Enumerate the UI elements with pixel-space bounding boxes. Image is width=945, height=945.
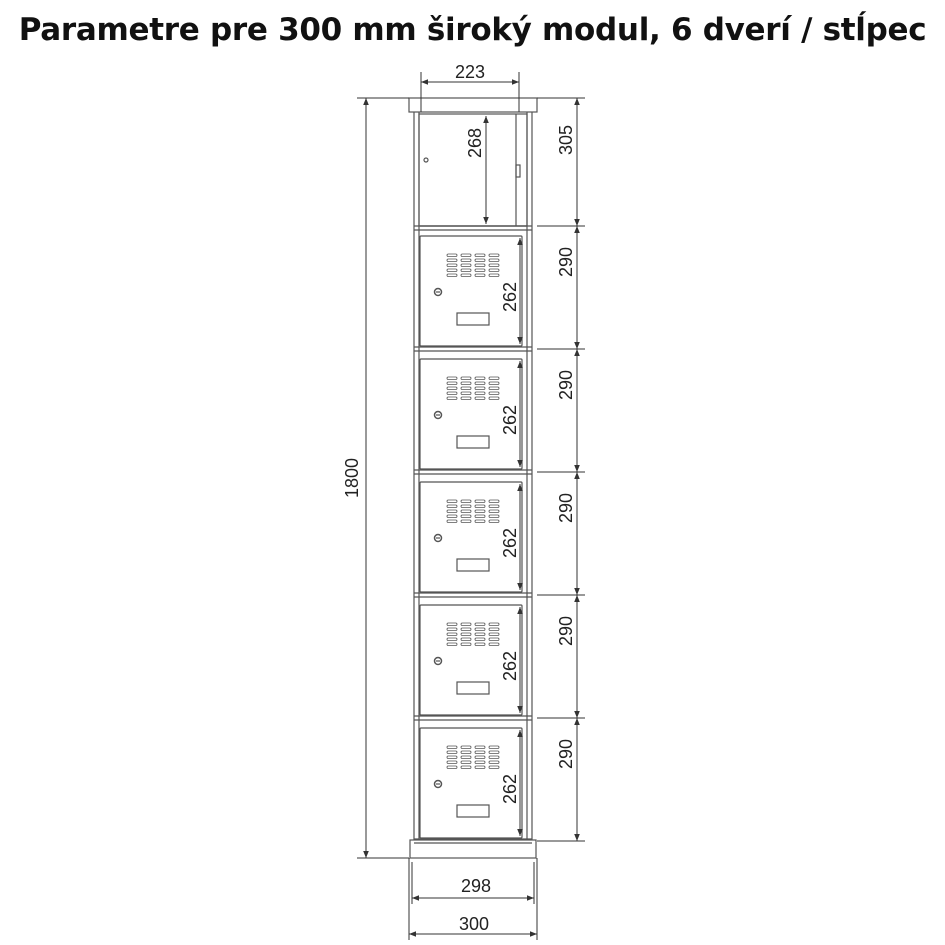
locker-door[interactable] <box>414 358 532 475</box>
label-305: 305 <box>556 125 576 155</box>
lock-icon <box>433 779 443 789</box>
page-title: Parametre pre 300 mm široký modul, 6 dve… <box>18 12 927 48</box>
door-height-label: 262 <box>500 774 520 804</box>
door-height-label: 262 <box>500 405 520 435</box>
locker-door[interactable] <box>414 481 532 598</box>
dimension-labels: 223 268 1800 305 290 290 290 290 290 298… <box>342 62 576 934</box>
label-290-4: 290 <box>556 616 576 646</box>
door-stack <box>414 235 532 844</box>
door-height-label: 262 <box>500 651 520 681</box>
label-290-2: 290 <box>556 370 576 400</box>
ventilation-slots-icon <box>446 745 500 769</box>
cabinet-body <box>408 97 538 859</box>
label-300: 300 <box>459 914 489 934</box>
locker-door[interactable] <box>414 727 532 844</box>
top-cap <box>408 97 538 113</box>
ventilation-slots-icon <box>446 253 500 277</box>
label-holder-icon <box>456 558 490 572</box>
lock-icon <box>433 533 443 543</box>
label-holder-icon <box>456 681 490 695</box>
door-height-labels: 262 262 262 262 262 <box>500 282 520 804</box>
hinge-icon <box>515 164 521 178</box>
label-holder-icon <box>456 804 490 818</box>
ventilation-slots-icon <box>446 376 500 400</box>
lock-icon <box>433 656 443 666</box>
ventilation-slots-icon <box>446 499 500 523</box>
label-290-5: 290 <box>556 739 576 769</box>
locker-door[interactable] <box>414 604 532 721</box>
dimension-lines <box>357 72 585 940</box>
label-1800: 1800 <box>342 458 362 498</box>
lock-icon <box>433 410 443 420</box>
label-holder-icon <box>456 435 490 449</box>
label-290-1: 290 <box>556 247 576 277</box>
locker-door[interactable] <box>414 235 532 352</box>
label-290-3: 290 <box>556 493 576 523</box>
door-height-label: 262 <box>500 282 520 312</box>
hole-icon <box>423 157 429 163</box>
label-268: 268 <box>465 128 485 158</box>
label-holder-icon <box>456 312 490 326</box>
lock-icon <box>433 287 443 297</box>
ventilation-slots-icon <box>446 622 500 646</box>
shelf-lines <box>414 225 532 231</box>
label-298: 298 <box>461 876 491 896</box>
door-height-label: 262 <box>500 528 520 558</box>
plinth <box>409 839 537 859</box>
label-223: 223 <box>455 62 485 82</box>
